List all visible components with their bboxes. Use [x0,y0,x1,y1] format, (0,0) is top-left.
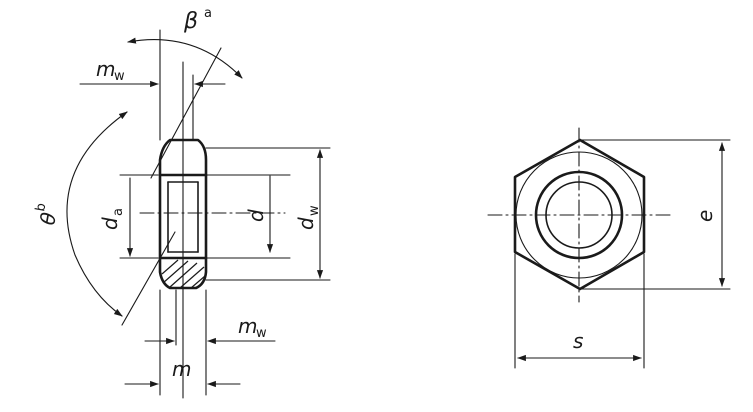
e-dimension [581,139,731,290]
section-hatching [161,259,206,289]
d-label: d [244,209,268,222]
mw-bottom-label: m [238,314,257,338]
mw-top-subscript: w [114,69,125,84]
theta-dimension-arc [66,111,128,317]
s-label: s [573,329,583,353]
side-view: β a θ b m w m w m d a d d w [33,6,331,399]
da-subscript: a [111,208,126,216]
hexagon-outline [513,138,646,291]
da-dimension [119,174,159,259]
beta-dimension-arc [127,37,243,79]
m-label: m [172,357,191,381]
s-dimension [514,253,645,369]
theta-note: b [33,202,49,213]
side-extension-lines [159,29,331,396]
dw-subscript: w [307,205,322,216]
theta-label: θ [35,211,61,227]
front-view: e s [487,127,731,369]
beta-note: a [204,6,212,21]
theta-angle-line [121,231,176,326]
dw-label: d [294,217,318,230]
mw-top-label: m [96,57,115,81]
beta-label: β [183,9,198,34]
da-label: d [98,217,122,230]
beta-angle-line [150,47,222,179]
mw-bottom-subscript: w [256,326,267,341]
e-label: e [693,210,717,222]
